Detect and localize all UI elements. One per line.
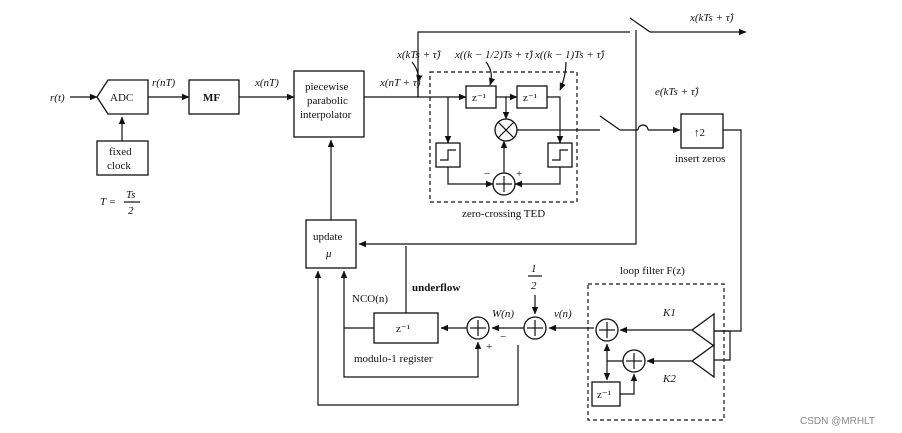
lf-z-inv-label: z⁻¹ xyxy=(597,389,611,401)
nco-summing-node xyxy=(466,316,490,340)
loop-filter-label: loop filter F(z) xyxy=(620,265,685,277)
signal-e-k: e(kTs + τ̂) xyxy=(655,86,700,98)
ted-minus-sign: − xyxy=(484,168,490,180)
k2-label: K2 xyxy=(662,373,676,385)
nco-plus-sign: + xyxy=(486,341,492,353)
signal-x-out: x(kTs + τ̂) xyxy=(689,12,735,24)
nco-label: NCO(n) xyxy=(352,293,388,305)
adc-label: ADC xyxy=(110,92,133,104)
upsample-label: ↑2 xyxy=(694,127,705,139)
sign-detector-right xyxy=(547,142,573,168)
signal-v-n: v(n) xyxy=(554,308,572,320)
gain-K2 xyxy=(690,343,715,379)
interp-label-3: interpolator xyxy=(300,109,352,121)
period-T-den: 2 xyxy=(128,205,134,217)
nco-minus-sign: − xyxy=(500,331,506,343)
period-T-num: Ts xyxy=(126,189,135,201)
mf-label: MF xyxy=(203,92,220,104)
fixed-clock-label-2: clock xyxy=(107,160,131,172)
period-T-label: T = xyxy=(100,196,116,208)
k1-label: K1 xyxy=(662,307,676,319)
modulo-1-register-label: modulo-1 register xyxy=(354,353,433,365)
signal-x-prev: x((k − 1)Ts + τ̂) xyxy=(534,49,605,61)
loop-filter-sum-2 xyxy=(622,349,646,373)
adc-block xyxy=(96,79,149,115)
output-switch xyxy=(629,17,651,33)
loop-filter-sum-1 xyxy=(595,318,619,342)
underflow-label: underflow xyxy=(412,282,460,294)
fixed-clock-label-1: fixed xyxy=(109,146,132,158)
signal-r-nT: r(nT) xyxy=(152,77,176,89)
loop-filter-z-inv-block xyxy=(591,381,621,407)
signal-x-kTs-top: x(kTs + τ̂) xyxy=(396,49,442,61)
ted-plus-sign: + xyxy=(516,168,522,180)
offset-summing-node xyxy=(523,316,547,340)
update-label-2: μ xyxy=(325,248,332,260)
interpolator-block xyxy=(293,70,365,138)
signal-x-nT: x(nT) xyxy=(254,77,279,89)
multiplier-node xyxy=(494,118,518,142)
signal-r-t: r(t) xyxy=(50,92,65,104)
half-den: 2 xyxy=(531,280,537,292)
interp-label-2: parabolic xyxy=(307,95,348,107)
interp-label-1: piecewise xyxy=(305,81,348,93)
insert-zeros-label: insert zeros xyxy=(675,153,725,165)
loop-filter-box xyxy=(587,283,725,421)
error-switch xyxy=(599,115,621,131)
z-inv-label-1: z⁻¹ xyxy=(472,92,486,104)
ted-label: zero-crossing TED xyxy=(462,208,545,220)
signal-x-half: x((k − 1/2)Ts + τ̂) xyxy=(454,49,534,61)
watermark: CSDN @MRHLT xyxy=(800,416,875,427)
signal-x-nT-tau: x(nT + τ̂) xyxy=(379,77,422,89)
mod1-z-inv-label: z⁻¹ xyxy=(396,323,410,335)
update-label-1: update xyxy=(313,231,342,243)
z-inv-label-2: z⁻¹ xyxy=(523,92,537,104)
matched-filter-block xyxy=(188,79,240,115)
upsample-block xyxy=(680,113,724,149)
gain-K1 xyxy=(690,312,715,348)
zero-crossing-ted-box xyxy=(429,71,578,203)
signal-W-n: W(n) xyxy=(492,308,514,320)
update-mu-block xyxy=(305,219,357,269)
ted-summing-node xyxy=(492,172,516,196)
half-num: 1 xyxy=(531,263,537,275)
modulo-1-register-block xyxy=(373,312,439,344)
